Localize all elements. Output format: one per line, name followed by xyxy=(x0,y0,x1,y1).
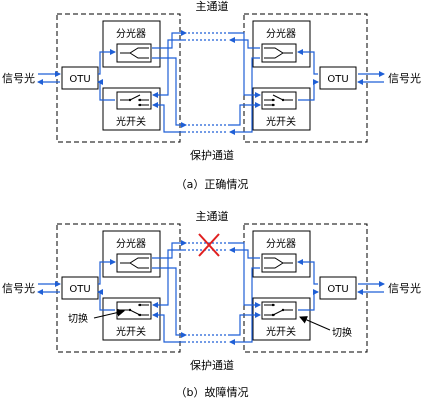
otu-left-box xyxy=(61,66,99,90)
panel-a: 主通道 保护通道 OTU 信号光 分光器 光开关 OTU 信号光 xyxy=(2,0,421,191)
otu-left-box-b xyxy=(61,276,99,300)
caption-b: （b）故障情况 xyxy=(176,385,249,399)
switch-action-right: 切换 xyxy=(332,326,352,339)
protect-channel-label: 保护通道 xyxy=(190,148,234,162)
switch-left-label-b: 光开关 xyxy=(116,325,146,338)
splitter-left-label-b: 分光器 xyxy=(116,237,146,250)
caption-a: （a）正确情况 xyxy=(176,178,249,191)
otu-right-label: OTU xyxy=(327,74,348,85)
switch-right-label: 光开关 xyxy=(266,115,296,128)
otu-left-label-b: OTU xyxy=(69,284,90,295)
switch-action-left: 切换 xyxy=(68,312,88,325)
splitter-left-label: 分光器 xyxy=(116,27,146,40)
signal-light-left: 信号光 xyxy=(2,71,35,85)
arrow-icon-left xyxy=(93,308,125,319)
switch-left-label: 光开关 xyxy=(116,115,146,128)
splitter-right-label: 分光器 xyxy=(266,27,296,40)
left-node-frame xyxy=(56,13,181,143)
right-node-frame-b xyxy=(243,223,368,353)
otu-right-box-b xyxy=(319,276,357,300)
splitter-right-label-b: 分光器 xyxy=(266,237,296,250)
signal-light-right: 信号光 xyxy=(388,71,421,85)
otu-right-box xyxy=(319,66,357,90)
panel-b: 主通道 保护通道 OTU 信号光 分光器 光开关 切换 OTU 信号光 xyxy=(2,209,421,399)
left-node-frame-b xyxy=(56,223,181,353)
main-channel-label-b: 主通道 xyxy=(196,209,229,223)
arrow-icon-right xyxy=(299,316,331,331)
right-node-frame xyxy=(243,13,368,143)
protect-channel-label-b: 保护通道 xyxy=(190,358,234,372)
red-x-icon xyxy=(198,233,220,257)
switch-right-label-b: 光开关 xyxy=(266,325,296,338)
signal-light-left-b: 信号光 xyxy=(2,281,35,295)
otu-right-label-b: OTU xyxy=(327,284,348,295)
main-channel-label: 主通道 xyxy=(196,0,229,13)
signal-light-right-b: 信号光 xyxy=(388,281,421,295)
otu-left-label: OTU xyxy=(69,74,90,85)
